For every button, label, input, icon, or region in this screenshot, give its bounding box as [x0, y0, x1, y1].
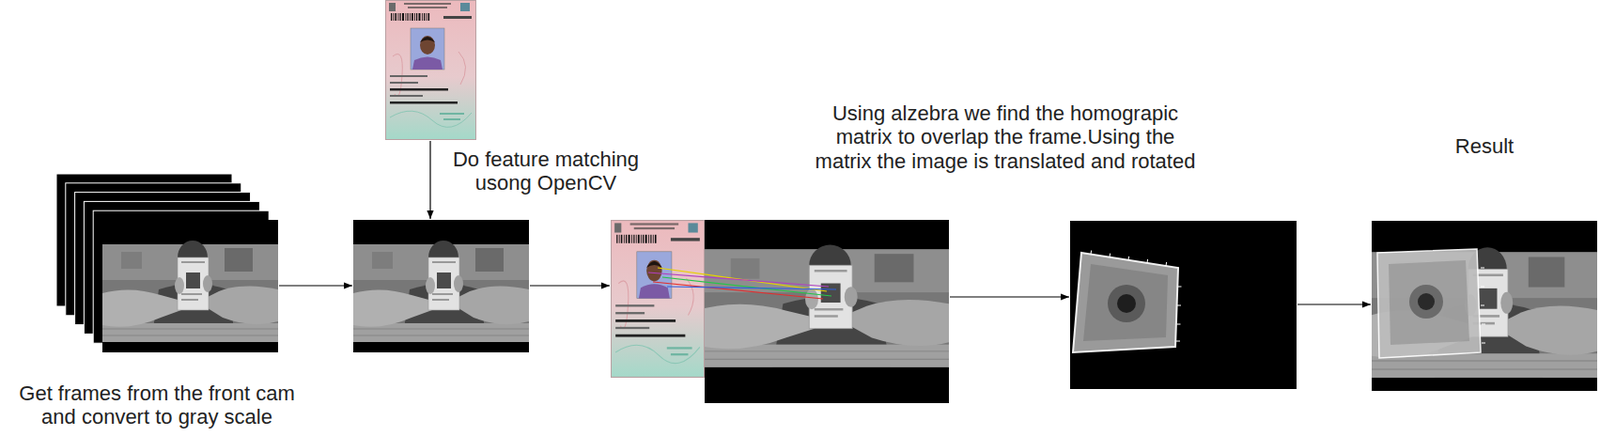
step-label: Do feature matching usong OpenCV: [436, 147, 655, 196]
result-image: [1371, 220, 1598, 391]
gray-frame: [353, 219, 529, 353]
edge-label-box: Do feature matching usong OpenCV: [436, 147, 655, 196]
image-node: Get frames from the front cam and conver…: [56, 173, 279, 353]
id-card: [386, 0, 477, 140]
flow-arrow: [529, 284, 610, 286]
edge-label-box: Using alzebra we find the homograpic mat…: [809, 101, 1201, 173]
image-node: [353, 219, 529, 353]
caption-text: Get frames from the front cam and conver…: [3, 381, 311, 430]
caption-text: Result: [1352, 134, 1600, 158]
image-node: Result: [1371, 220, 1598, 391]
flow-arrow: [279, 284, 353, 286]
step-label: Using alzebra we find the homograpic mat…: [809, 101, 1201, 173]
warped-image: [1070, 220, 1297, 389]
flow-arrow: [1297, 303, 1371, 305]
flow-arrow: [429, 140, 431, 219]
image-node: [610, 219, 949, 404]
image-node: [1070, 220, 1297, 389]
flow-arrow: [949, 295, 1070, 297]
matching-image: [611, 219, 949, 404]
image-node: [385, 0, 477, 140]
frame-stack: [56, 173, 279, 353]
